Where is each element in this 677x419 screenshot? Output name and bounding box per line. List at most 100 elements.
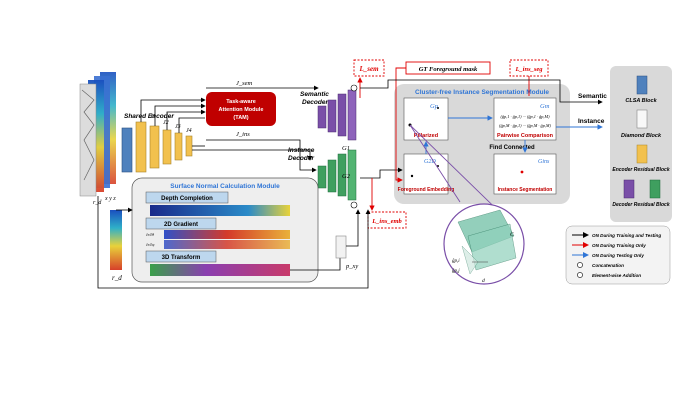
pairwise-formula-2: (ĝp,M · ĝp,1) ··· (ĝp,M · ĝp,M) bbox=[499, 123, 551, 129]
g2-label: G2 bbox=[342, 173, 351, 180]
input-scan-stack bbox=[79, 72, 116, 197]
tam-module bbox=[206, 92, 276, 126]
transform-image bbox=[150, 264, 290, 276]
gradient-image-1 bbox=[164, 230, 290, 239]
transform-label: 3D Transform bbox=[162, 255, 201, 261]
zoom-g-pj-label: ĝp,j bbox=[452, 269, 460, 274]
depth-completion-box bbox=[145, 191, 229, 204]
instance-decoder-label-1: Instance bbox=[288, 147, 315, 154]
clsa-legend-label: CLSA Block bbox=[625, 98, 657, 104]
foreground-embedding-box bbox=[403, 153, 449, 195]
g-2d-label: G2D bbox=[424, 159, 436, 165]
blue-arrow-label: ON During Testing Only bbox=[592, 253, 644, 258]
foreground-embedding-label: Foreground Embedding bbox=[398, 187, 455, 193]
decoder-legend-icon bbox=[623, 179, 661, 199]
zoom-c-label: C bbox=[510, 232, 514, 238]
find-connected-label: Find Connected bbox=[489, 145, 535, 151]
pairwise-label: Pairwise Comparison bbox=[497, 133, 554, 139]
l-sem-box bbox=[353, 59, 385, 77]
dr-dx-label: ∂r/∂θ bbox=[146, 233, 154, 237]
decoder-legend-label: Decoder Residual Block bbox=[612, 202, 669, 208]
pairwise-formula-1: (ĝp,1 · ĝp,1) ··· (ĝp,1 · ĝp,M) bbox=[500, 114, 550, 120]
semantic-output-label: Semantic bbox=[578, 93, 607, 100]
encoder-skip-lines bbox=[140, 97, 313, 161]
black-arrow-label: ON During Training and Testing bbox=[592, 233, 661, 238]
concat-symbol-ins bbox=[350, 201, 358, 209]
tam-line3: (TAM) bbox=[233, 115, 248, 121]
j-ins-label: J_ins bbox=[236, 131, 250, 138]
instance-segmentation-label: Instance Segmentation bbox=[498, 187, 553, 193]
tam-line2: Attention Module bbox=[219, 107, 264, 113]
concat-symbol-sem bbox=[350, 84, 358, 92]
g1-label: G1 bbox=[342, 145, 350, 152]
encoder-block-5 bbox=[185, 135, 193, 157]
p-xy-label: p_xy bbox=[345, 263, 358, 270]
encoder-legend-label: Encoder Residual Block bbox=[612, 167, 669, 173]
depth-completion-label: Depth Completion bbox=[161, 196, 213, 202]
encoder-block-4 bbox=[174, 132, 183, 161]
l-sem-label: L_sem bbox=[358, 65, 379, 73]
gradient-label: 2D Gradient bbox=[164, 222, 198, 228]
shared-encoder-label: Shared Encoder bbox=[124, 113, 174, 120]
encoder-block-3 bbox=[162, 129, 172, 165]
instance-segmentation-box bbox=[493, 153, 557, 195]
g-m-label: Gm bbox=[540, 103, 550, 110]
pillarized-label: Pillarized bbox=[414, 133, 438, 139]
gradient-box bbox=[145, 217, 217, 230]
zoom-circle bbox=[443, 203, 525, 285]
pairwise-box bbox=[493, 97, 557, 141]
depth-strip bbox=[110, 210, 122, 270]
concat-legend-label: Concatenation bbox=[592, 263, 624, 268]
instance-decoder bbox=[317, 149, 357, 201]
diamond-legend-icon bbox=[636, 109, 648, 129]
clsa-block-input bbox=[121, 127, 133, 173]
concat-legend-icon bbox=[577, 262, 583, 268]
gt-mask-label: GT Foreground mask bbox=[419, 66, 478, 73]
instance-decoder-label-2: Decoder bbox=[288, 155, 314, 162]
encoder-legend-icon bbox=[636, 144, 648, 164]
pxy-to-decoder-arrow bbox=[346, 209, 361, 247]
j4-label: J4 bbox=[186, 127, 192, 134]
g-p-label: Gp bbox=[430, 103, 439, 110]
zoom-connector-1 bbox=[409, 124, 461, 203]
encoder-block-2 bbox=[149, 125, 160, 169]
semantic-output-arrow bbox=[360, 79, 603, 105]
j1-label: J1 bbox=[150, 114, 156, 120]
j2-label: J2 bbox=[163, 120, 169, 126]
gradient-image-2 bbox=[164, 240, 290, 249]
red-arrow-label: ON During Training Only bbox=[592, 243, 646, 248]
l-ins-seg-label: L_ins_seg bbox=[514, 66, 543, 73]
add-legend-icon bbox=[577, 272, 583, 278]
instance-output-label: Instance bbox=[578, 118, 605, 125]
dr-dy-label: ∂r/∂φ bbox=[146, 243, 154, 247]
clsa-legend-icon bbox=[636, 75, 648, 95]
depth-image bbox=[150, 205, 290, 216]
arrow-legend-panel bbox=[565, 225, 671, 285]
g-ins-label: Gins bbox=[538, 159, 550, 165]
gt-to-cfis-arrow bbox=[395, 67, 406, 183]
pillarized-box bbox=[403, 97, 449, 141]
semantic-decoder-label-2: Decoder bbox=[302, 99, 328, 106]
add-legend-label: Element-wise Addition bbox=[592, 273, 641, 278]
rd-label-right: r_d bbox=[112, 274, 122, 282]
encoder-block-1 bbox=[135, 121, 147, 173]
xyz-label: x y z bbox=[104, 196, 116, 202]
transform-box bbox=[145, 250, 217, 263]
cfis-title: Cluster-free Instance Segmentation Modul… bbox=[415, 89, 549, 96]
zoom-g-pm-label: ĝp,i bbox=[452, 259, 460, 264]
j3-label: J3 bbox=[175, 124, 181, 130]
g2-to-cfis-arrow bbox=[360, 167, 403, 179]
snc-title: Surface Normal Calculation Module bbox=[170, 183, 280, 190]
pxy-block bbox=[335, 235, 347, 259]
zoom-d-label: d bbox=[482, 278, 485, 284]
shared-encoder bbox=[121, 121, 193, 173]
j-sem-label: J_sem bbox=[236, 80, 253, 87]
tam-line1: Task-aware bbox=[226, 99, 256, 105]
input-bottom-loop bbox=[97, 196, 371, 289]
diamond-legend-label: Diamond Block bbox=[621, 133, 662, 139]
tam-to-ins-arrow bbox=[206, 139, 317, 173]
semantic-decoder-label-1: Semantic bbox=[300, 91, 329, 98]
l-ins-seg-box bbox=[509, 59, 549, 77]
l-ins-emb-label: L_ins_emb bbox=[371, 218, 402, 225]
